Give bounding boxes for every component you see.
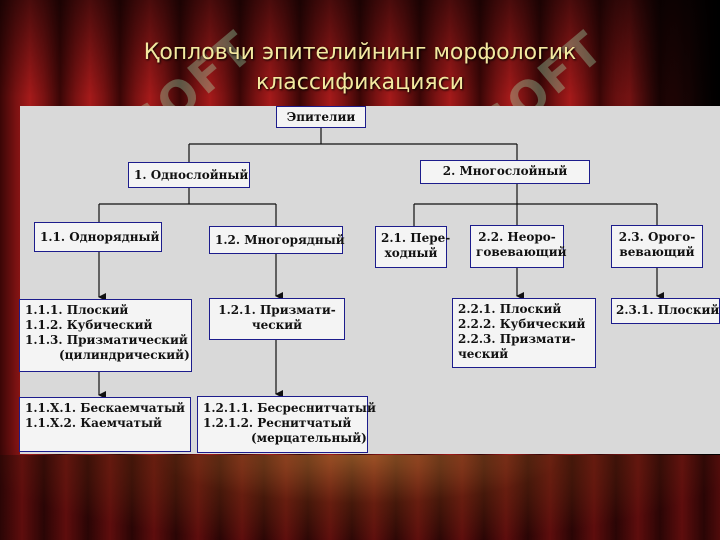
node-label: 1.1. Однорядный xyxy=(40,230,160,244)
node-item: ческий xyxy=(458,347,509,361)
node-prismatic-multi-types: 1.2.1.1. Бесреснитчатый 1.2.1.2. Реснитч… xyxy=(197,396,376,453)
node-non-keratinizing: 2.2. Неоро- говевающий xyxy=(470,225,567,268)
node-label-line-1: 2.2. Неоро- xyxy=(478,230,556,244)
node-single-layer: 1. Однослойный xyxy=(128,162,250,188)
slide-title-line-2: классификацияси xyxy=(255,70,465,95)
node-label-line-2: вевающий xyxy=(619,245,695,259)
node-item: 1.1.X.1. Бескаемчатый xyxy=(25,401,185,415)
slide-title: Қопловчи эпителийнинг морфологик классиф… xyxy=(0,38,720,98)
slide-title-line-1: Қопловчи эпителийнинг морфологик xyxy=(143,40,577,65)
node-keratinizing: 2.3. Орого- вевающий xyxy=(611,225,703,268)
node-item: 1.1.1. Плоский xyxy=(25,303,129,317)
node-single-row: 1.1. Однорядный xyxy=(34,222,162,252)
node-label-line-1: 1.2.1. Призмати- xyxy=(218,303,336,317)
node-transitional: 2.1. Пере- ходный xyxy=(375,226,451,268)
node-label: Эпителии xyxy=(286,110,356,124)
node-label-line-2: ческий xyxy=(251,318,303,332)
node-label-line-1: 2.3. Орого- xyxy=(618,230,696,244)
node-keratinizing-types: 2.3.1. Плоский xyxy=(611,298,720,324)
node-label-line-1: 2.1. Пере- xyxy=(381,231,451,245)
node-item: 1.1.3. Призматический xyxy=(25,333,188,347)
node-label: 1. Однослойный xyxy=(134,168,249,182)
node-label-line-2: ходный xyxy=(384,246,438,260)
node-item: 2.2.3. Призмати- xyxy=(458,332,576,346)
node-item: 2.2.1. Плоский xyxy=(458,302,562,316)
node-label-line-2: говевающий xyxy=(476,245,567,259)
node-non-keratinizing-types: 2.2.1. Плоский 2.2.2. Кубический 2.2.3. … xyxy=(452,298,596,368)
node-epithelium: Эпителии xyxy=(276,106,366,128)
node-item: 1.2.1.1. Бесреснитчатый xyxy=(203,401,376,415)
node-label: 1.2. Многорядный xyxy=(215,233,345,247)
node-item: 2.2.2. Кубический xyxy=(458,317,586,331)
node-multi-row-types: 1.2.1. Призмати- ческий xyxy=(209,298,345,340)
node-item: 1.2.1.2. Реснитчатый xyxy=(203,416,352,430)
node-item: 2.3.1. Плоский xyxy=(616,303,720,317)
node-prismatic-single-types: 1.1.X.1. Бескаемчатый 1.1.X.2. Каемчатый xyxy=(19,397,191,452)
node-multi-layer: 2. Многослойный xyxy=(420,160,590,184)
node-item: 1.1.2. Кубический xyxy=(25,318,153,332)
node-item: 1.1.X.2. Каемчатый xyxy=(25,416,162,430)
node-single-row-types: 1.1.1. Плоский 1.1.2. Кубический 1.1.3. … xyxy=(19,299,192,372)
node-item: (цилиндрический) xyxy=(59,348,190,362)
node-multi-row: 1.2. Многорядный xyxy=(209,226,345,254)
stage-floor xyxy=(0,455,720,540)
node-item: (мерцательный) xyxy=(251,431,367,445)
node-label: 2. Многослойный xyxy=(442,164,568,178)
